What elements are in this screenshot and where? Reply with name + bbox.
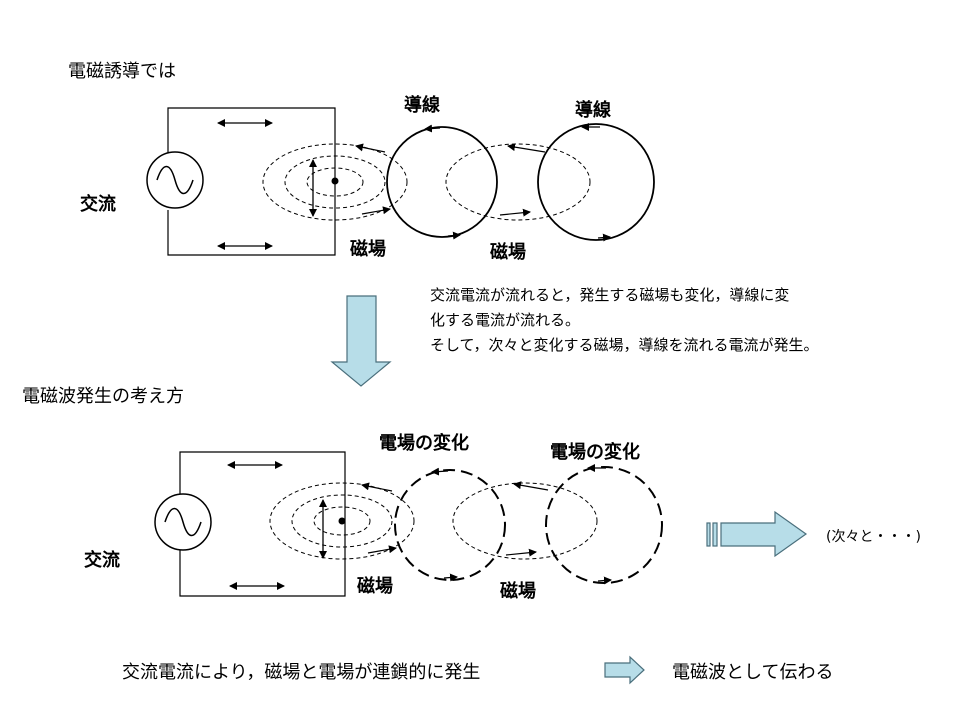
bottom-conductor-dot (338, 517, 346, 525)
top-ac-label: 交流 (80, 193, 116, 215)
bottom-ac-label: 交流 (84, 549, 120, 571)
bottom-title: 電磁波発生の考え方 (22, 386, 184, 407)
footer-right-text: 電磁波として伝わる (672, 662, 833, 683)
top-explanation-line-2: 化する電流が流れる。 (430, 311, 580, 329)
top-loop-arrows (424, 123, 611, 242)
top-wire-loops (386, 123, 655, 241)
footer-left-text: 交流電流により，磁場と電場が連鎖的に発生 (122, 662, 480, 683)
top-magnetic-field-lines (262, 143, 591, 221)
bottom-magnetic-label-2: 磁場 (500, 580, 536, 602)
top-title: 電磁誘導では (68, 61, 176, 82)
bottom-electric-label-2: 電場の変化 (550, 441, 640, 463)
bottom-ac-source-icon (154, 493, 212, 551)
bottom-magnetic-label-1: 磁場 (357, 575, 393, 597)
bottom-magnetic-field-lines (269, 482, 598, 560)
top-explanation-line-3: そして，次々と変化する磁場，導線を流れる電流が発生。 (430, 336, 819, 354)
top-field-direction-arrows (355, 143, 546, 217)
top-wire-label-1: 導線 (404, 94, 440, 116)
top-conductor-dot (331, 177, 339, 185)
bottom-circuit (179, 451, 346, 597)
bottom-electric-label-1: 電場の変化 (379, 432, 469, 454)
top-wire-label-2: 導線 (575, 99, 611, 121)
bottom-field-direction-arrows (361, 481, 549, 557)
next-label: (次々と・・・) (826, 529, 921, 545)
propagation-arrow-icon (706, 510, 808, 558)
bottom-loop-arrows (431, 464, 612, 585)
top-magnetic-label-1: 磁場 (350, 238, 386, 260)
top-explanation-line-1: 交流電流が流れると，発生する磁場も変化，導線に変 (430, 286, 789, 304)
top-magnetic-label-2: 磁場 (490, 241, 526, 263)
down-arrow-icon (330, 295, 392, 387)
bottom-electric-field-loops (394, 466, 663, 584)
top-ac-source-icon (146, 151, 204, 209)
footer-arrow-icon (604, 655, 645, 685)
